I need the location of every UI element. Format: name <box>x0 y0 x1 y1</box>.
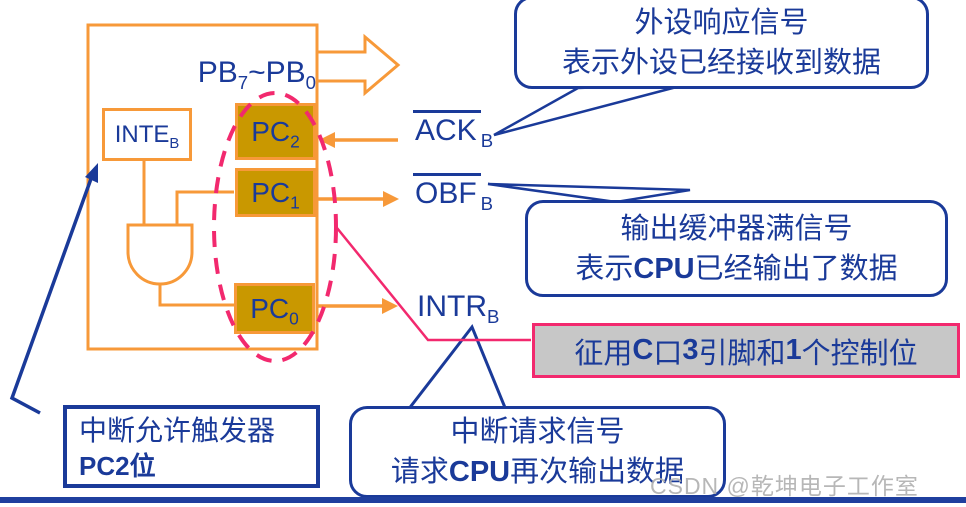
inte-note-arrow <box>9 175 94 415</box>
bottom-divider-bar <box>0 497 966 503</box>
callout-obf-tail <box>487 182 691 204</box>
pb-bus-arrow <box>315 33 401 97</box>
pc2-label: PC2 <box>251 115 300 152</box>
watermark: CSDN @乾坤电子工作室 <box>650 473 919 499</box>
pc1-port-box: PC1 <box>235 168 316 217</box>
pc0-label: PC0 <box>250 292 299 329</box>
callout-ack-line1: 外设响应信号 <box>634 6 809 39</box>
callout-intr-line1: 中断请求信号 <box>450 416 625 448</box>
inte-note-arrowhead <box>85 163 98 183</box>
inte-note-box: 中断允许触发器 PC2位 <box>63 405 320 488</box>
inte-flipflop-box: INTEB <box>102 108 192 161</box>
callout-intr-tail <box>404 324 509 412</box>
callout-obf-line2: 表示CPU已经输出了数据 <box>575 252 898 285</box>
pc2-port-box: PC2 <box>235 103 316 160</box>
inte-label: INTEB <box>114 120 180 152</box>
pb-bus-label: PB7~PB0 <box>197 56 316 93</box>
callout-intr-note: 中断请求信号 请求CPU再次输出数据 <box>349 406 726 498</box>
callout-intr-line2: 请求CPU再次输出数据 <box>390 456 685 488</box>
inte-note-line2: PC2位 <box>79 451 156 481</box>
callout-ack-line2: 表示外设已经接收到数据 <box>561 46 881 79</box>
obf-arrowhead <box>383 191 399 207</box>
callout-ack-tail <box>493 82 689 137</box>
callout-obf-line1: 输出缓冲器满信号 <box>620 212 853 245</box>
callout-obf-note: 输出缓冲器满信号 表示CPU已经输出了数据 <box>525 200 948 297</box>
inte-note-line1: 中断允许触发器 <box>79 416 276 447</box>
callout-ack-note: 外设响应信号 表示外设已经接收到数据 <box>514 0 929 89</box>
intr-arrowhead <box>382 298 398 314</box>
gate-to-pc0-wire <box>158 285 234 307</box>
intr-signal-label: INTRB <box>417 290 500 327</box>
pc0-port-box: PC0 <box>234 283 315 334</box>
pc1-label: PC1 <box>251 176 300 213</box>
ack-arrowhead <box>319 132 335 148</box>
and-gate <box>126 223 194 286</box>
